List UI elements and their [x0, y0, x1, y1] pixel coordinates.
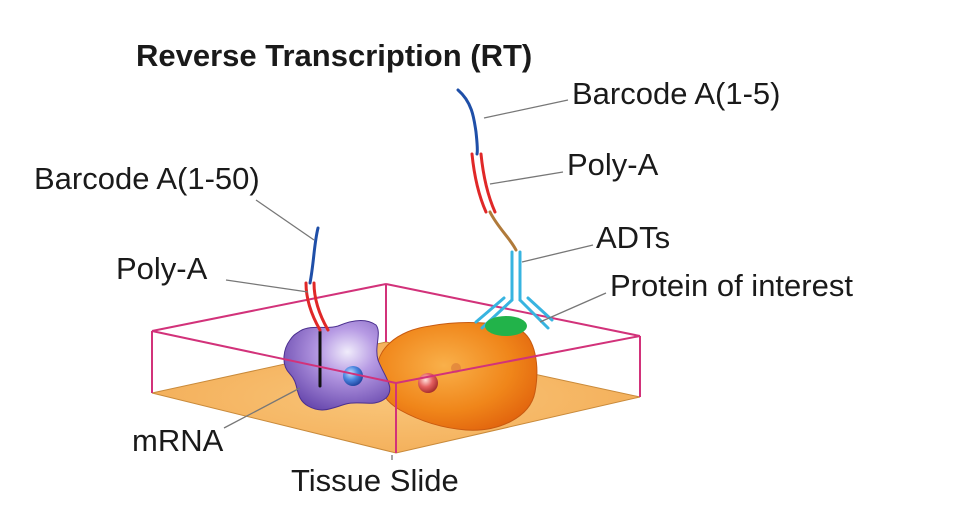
linker-strand	[488, 210, 518, 252]
label-barcode-right: Barcode A(1-5)	[572, 76, 781, 111]
orange-cell	[376, 322, 538, 431]
antibody-adt	[474, 250, 554, 330]
barcode-strand-right	[456, 88, 479, 156]
purple-cell-nucleus	[343, 366, 363, 386]
protein-of-interest	[485, 316, 527, 336]
label-tissue-slide: Tissue Slide	[291, 463, 459, 498]
polya-strand-left	[304, 281, 330, 332]
label-protein: Protein of interest	[610, 268, 853, 303]
label-barcode-left: Barcode A(1-50)	[34, 161, 260, 196]
barcode-strand-left	[308, 226, 320, 285]
box-frame-back	[151, 283, 641, 342]
purple-cell	[283, 320, 391, 411]
label-polya-left: Poly-A	[116, 251, 208, 286]
box-frame-front	[151, 330, 641, 453]
leader-lines	[223, 99, 607, 460]
label-mrna: mRNA	[132, 423, 224, 458]
diagram-title: Reverse Transcription (RT)	[136, 38, 533, 73]
label-adts: ADTs	[596, 220, 671, 255]
polya-strand-right	[470, 152, 497, 214]
label-polya-right: Poly-A	[567, 147, 659, 182]
